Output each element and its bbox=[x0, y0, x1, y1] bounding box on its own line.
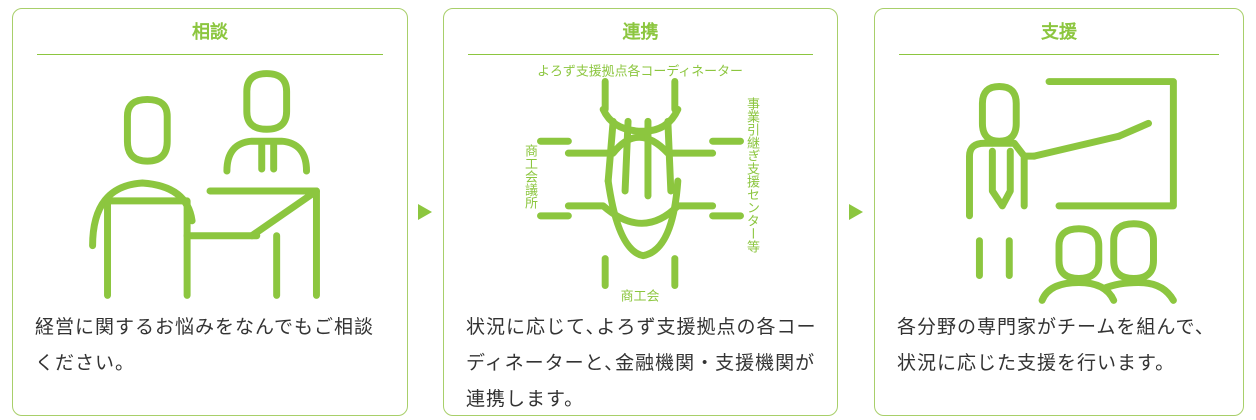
consultation-icon bbox=[89, 70, 320, 299]
label-business-succession-center: 事業引継ぎ支援センター等 bbox=[744, 97, 759, 253]
stacked-hands-icon: よろず支援拠点各コーディネーター 商工会 bbox=[537, 64, 744, 304]
step-title: 相談 bbox=[37, 19, 383, 55]
label-chamber-of-commerce-association: 商工会 bbox=[621, 289, 660, 304]
label-coordinators: よろず支援拠点各コーディネーター bbox=[537, 64, 743, 80]
step-description: 各分野の専門家がチームを組んで、状況に応じた支援を行います。 bbox=[897, 316, 1215, 374]
step-title: 支援 bbox=[899, 19, 1219, 55]
step-description: 状況に応じて､よろず支援拠点の各コーディネーターと､金融機関・支援機関が連携しま… bbox=[466, 316, 817, 410]
arrow-right-icon bbox=[849, 204, 863, 220]
presentation-icon bbox=[966, 78, 1177, 304]
step-card-consultation: 相談 経営に関するお悩みをなんでもご相談ください。 bbox=[12, 8, 408, 416]
label-chamber-of-commerce: 商工会議所 bbox=[522, 144, 537, 209]
step-title: 連携 bbox=[468, 19, 813, 55]
arrow-right-icon bbox=[418, 204, 432, 220]
step-description: 経営に関するお悩みをなんでもご相談ください。 bbox=[35, 316, 375, 374]
step-card-support: 支援 各分野の専門家がチームを組んで、状況に応じた支援を行います。 bbox=[874, 8, 1244, 416]
step-card-collaboration: 連携 よろず支援拠点各コーディネーター 商工会 商工会議所 事業引継ぎ支援センタ… bbox=[443, 8, 838, 416]
